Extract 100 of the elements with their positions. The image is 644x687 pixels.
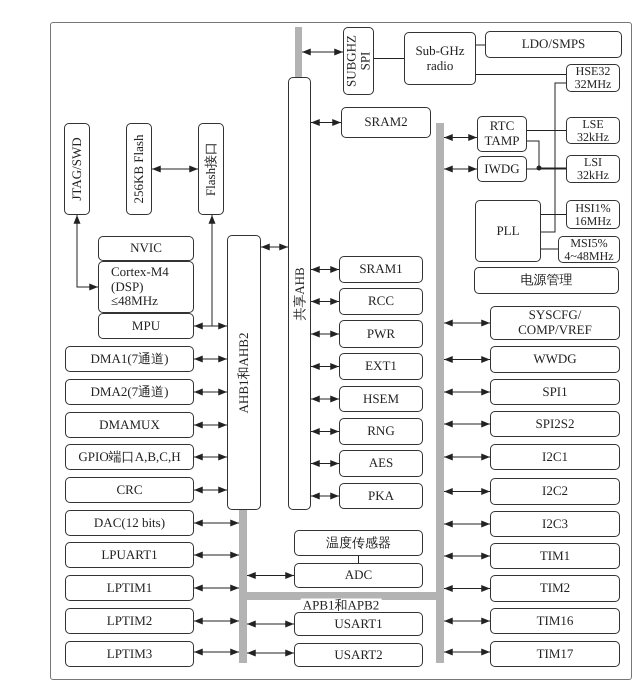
arrow	[444, 166, 478, 172]
module-box	[490, 411, 620, 437]
module-label: I2C2	[542, 484, 568, 499]
module-box	[339, 256, 423, 283]
module-label: TIM17	[536, 646, 574, 662]
module-box	[566, 117, 620, 144]
module-label: LSI 32kHz	[576, 156, 610, 182]
module-box	[65, 444, 194, 470]
connector-line	[476, 74, 566, 75]
arrow	[444, 552, 490, 560]
module-box	[566, 200, 620, 229]
arrow	[444, 488, 490, 495]
arrow	[246, 572, 294, 579]
module-label: GPIO端口A,B,C,H	[78, 450, 181, 464]
module-box	[477, 156, 527, 182]
module-box	[65, 346, 194, 372]
module-label: HSE32 32MHz	[574, 65, 612, 91]
module-box	[294, 612, 423, 636]
module-box	[477, 116, 527, 152]
connector-line	[374, 58, 404, 59]
module-label: I2C3	[542, 516, 568, 532]
module-label: 共享AHB	[292, 266, 307, 322]
module-label: Sub-GHz radio	[414, 44, 466, 74]
module-box	[490, 306, 620, 340]
bus-bar	[295, 27, 302, 77]
module-box	[566, 64, 620, 92]
arrow	[194, 584, 240, 592]
module-label: SPI2S2	[535, 416, 575, 432]
arrow	[444, 648, 490, 656]
module-label: WWDG	[533, 352, 577, 367]
module-label: AHB1和AHB2	[236, 331, 252, 416]
module-label: CRC	[116, 482, 142, 498]
module-label: USART1	[334, 616, 383, 632]
arrow	[194, 486, 228, 494]
module-label: LPUART1	[101, 548, 158, 562]
module-box	[490, 641, 620, 667]
module-label: DAC(12 bits)	[94, 516, 166, 530]
module-label: IWDG	[484, 162, 520, 176]
module-box	[65, 641, 194, 667]
arrow	[310, 119, 342, 126]
arrow	[194, 322, 228, 330]
bus-bar	[239, 510, 247, 663]
module-box	[404, 32, 476, 85]
module-label: AES	[368, 456, 394, 471]
arrow	[444, 520, 490, 528]
connector-line	[476, 44, 486, 46]
module-box	[126, 123, 152, 215]
module-box	[490, 608, 620, 634]
module-label: JTAG/SWD	[70, 136, 84, 203]
connector-line	[526, 130, 566, 131]
arrow	[310, 460, 340, 467]
arrow	[444, 134, 478, 141]
module-label: RNG	[367, 424, 395, 439]
bus-line	[247, 592, 436, 600]
module-label: SYSCFG/ COMP/VREF	[517, 308, 593, 338]
module-label: Flash接口	[204, 140, 218, 198]
module-box	[65, 379, 194, 405]
module-box	[198, 123, 224, 215]
arrow	[194, 648, 240, 656]
module-label: SRAM1	[359, 262, 403, 277]
module-label: I2C1	[542, 450, 568, 464]
module-label: PKA	[368, 488, 394, 504]
module-box	[288, 77, 311, 510]
module-label: RTC TAMP	[483, 119, 521, 149]
module-label: SPI1	[542, 384, 568, 400]
module-box	[294, 643, 423, 667]
arrow	[246, 650, 294, 656]
module-label: ADC	[344, 568, 372, 583]
arrow	[194, 388, 228, 396]
module-label: TIM2	[540, 581, 570, 596]
module-box	[490, 346, 620, 373]
module-box	[65, 608, 194, 634]
module-label: TIM16	[536, 614, 574, 628]
module-box	[490, 444, 620, 470]
arrow	[444, 388, 490, 396]
arrow	[260, 244, 288, 250]
module-box	[475, 200, 541, 262]
module-label: LPTIM2	[106, 614, 152, 628]
module-box	[98, 313, 194, 339]
arrow	[444, 420, 490, 428]
module-label: USART2	[334, 648, 383, 662]
arrow	[302, 48, 344, 56]
module-box	[65, 542, 194, 568]
module-box	[65, 412, 194, 438]
module-box	[490, 575, 620, 602]
arrow	[310, 428, 340, 435]
module-label: DMA2(7通道)	[90, 384, 168, 400]
module-box	[490, 478, 620, 505]
module-box	[294, 530, 423, 556]
module-label: Cortex-M4 (DSP) ≤48MHz	[111, 265, 170, 309]
module-box	[341, 107, 431, 138]
module-label: LPTIM1	[106, 580, 152, 596]
module-box	[474, 267, 619, 294]
module-label: HSI1% 16MHz	[574, 202, 612, 228]
module-box	[485, 31, 622, 58]
module-box	[339, 320, 423, 348]
module-box	[339, 418, 423, 445]
module-box	[227, 235, 261, 510]
module-box	[65, 575, 194, 601]
arrow	[444, 618, 490, 624]
